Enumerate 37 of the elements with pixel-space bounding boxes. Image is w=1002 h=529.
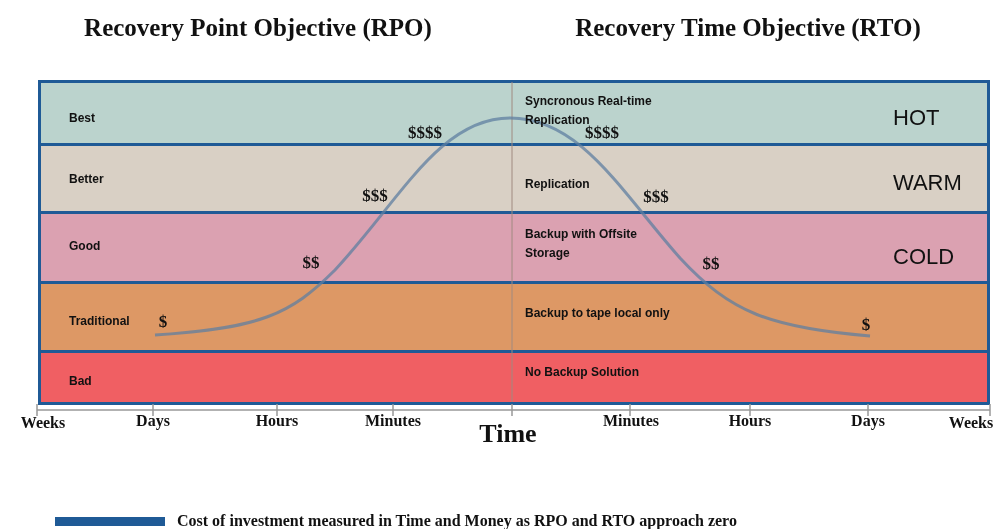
heading: Recovery Point Objective (RPO) xyxy=(84,13,432,44)
level-band xyxy=(38,281,990,353)
cost-label: $ xyxy=(158,311,168,334)
tier-label: HOT xyxy=(893,104,940,132)
cost-label: $$$ xyxy=(362,185,388,208)
solution-label: Backup with Offsite Storage xyxy=(525,226,638,262)
cost-label: $$ xyxy=(302,252,320,275)
cost-label: $$$$ xyxy=(585,123,619,145)
solution-label: No Backup Solution xyxy=(525,364,640,381)
tick-label: Weeks xyxy=(20,413,66,433)
tier-label: WARM xyxy=(893,169,962,197)
tier-label: COLD xyxy=(893,243,955,271)
tick-label: Hours xyxy=(255,411,299,431)
tick-label: Minutes xyxy=(365,411,421,431)
legend-text: Cost of investment measured in Time and Money as RPO and RTO approach zero xyxy=(177,511,737,529)
tick-label: Weeks xyxy=(948,413,994,433)
level-label: Bad xyxy=(69,373,92,390)
level-label: Better xyxy=(69,171,104,188)
solution-label: Replication xyxy=(525,176,591,193)
solution-label: Backup to tape local only xyxy=(525,305,671,322)
cost-label: $ xyxy=(861,314,871,337)
level-label: Good xyxy=(69,238,101,255)
heading: Recovery Time Objective (RTO) xyxy=(575,13,921,44)
tick-label: Hours xyxy=(728,411,772,431)
tick-label: Days xyxy=(136,411,170,432)
level-band xyxy=(38,80,990,146)
cost-label: $$$$ xyxy=(408,122,442,145)
level-band xyxy=(38,143,990,214)
level-band xyxy=(38,211,990,284)
cost-label: $$$ xyxy=(643,186,669,209)
tick-label: Minutes xyxy=(603,411,659,431)
tick-label: Days xyxy=(851,411,885,432)
axis-title: Time xyxy=(479,417,537,450)
level-band xyxy=(38,350,990,405)
level-label: Best xyxy=(69,110,95,127)
level-label: Traditional xyxy=(69,313,130,330)
cost-label: $$ xyxy=(702,253,720,276)
